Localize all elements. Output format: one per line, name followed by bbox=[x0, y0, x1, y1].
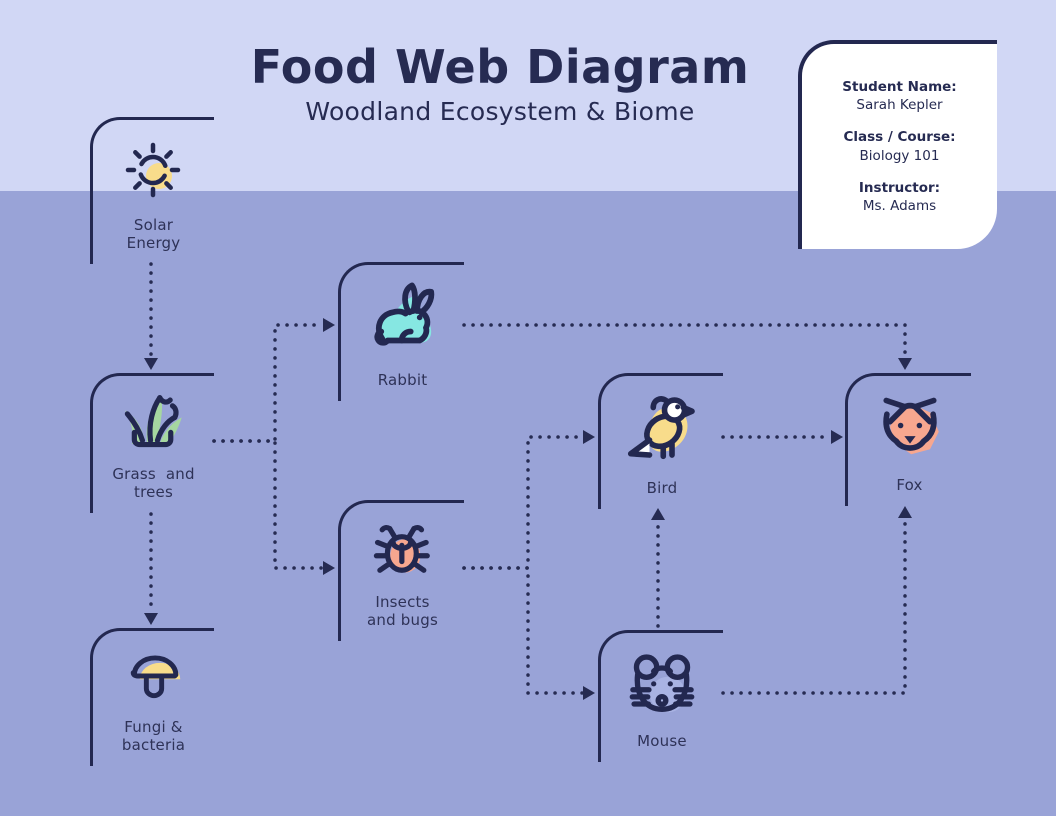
node-card-bird[interactable]: Bird bbox=[598, 373, 723, 509]
page-title: Food Web Diagram bbox=[250, 40, 750, 94]
arrowhead-grass-to-rabbit bbox=[323, 318, 335, 332]
edge-insects-to-bird bbox=[462, 435, 584, 570]
node-card-grass[interactable]: Grass and trees bbox=[90, 373, 214, 513]
class-course-group: Class / Course: Biology 101 bbox=[843, 128, 955, 164]
student-name-label: Student Name: bbox=[842, 78, 957, 95]
student-name-group: Student Name: Sarah Kepler bbox=[842, 78, 956, 114]
mushroom-icon bbox=[93, 631, 214, 718]
node-card-solar[interactable]: Solar Energy bbox=[90, 117, 214, 264]
grass-icon bbox=[93, 376, 214, 465]
sun-icon bbox=[93, 120, 214, 216]
arrowhead-rabbit-to-fox bbox=[898, 358, 912, 370]
instructor-group: Instructor: Ms. Adams bbox=[859, 179, 940, 215]
arrowhead-mouse-to-bird bbox=[651, 508, 665, 520]
arrowhead-mouse-to-fox bbox=[898, 506, 912, 518]
arrowhead-insects-to-bird bbox=[583, 430, 595, 444]
bird-icon bbox=[601, 376, 723, 479]
edge-mouse-to-fox bbox=[721, 517, 907, 695]
instructor-label: Instructor: bbox=[858, 179, 941, 196]
edge-rabbit-to-fox bbox=[462, 323, 907, 359]
page-subtitle: Woodland Ecosystem & Biome bbox=[305, 96, 695, 126]
node-card-fox[interactable]: Fox bbox=[845, 373, 971, 506]
arrowhead-grass-to-insects bbox=[323, 561, 335, 575]
arrowhead-insects-to-mouse bbox=[583, 686, 595, 700]
student-info-card[interactable]: Student Name: Sarah Kepler Class / Cours… bbox=[798, 40, 997, 249]
node-label-bird: Bird bbox=[646, 479, 678, 498]
node-card-rabbit[interactable]: Rabbit bbox=[338, 262, 464, 401]
node-card-mouse[interactable]: Mouse bbox=[598, 630, 723, 762]
node-card-insects[interactable]: Insects and bugs bbox=[338, 500, 464, 641]
arrowhead-solar-to-grass bbox=[144, 358, 158, 370]
node-label-solar: Solar Energy bbox=[126, 215, 181, 253]
node-label-mouse: Mouse bbox=[637, 732, 687, 751]
student-name-value: Sarah Kepler bbox=[856, 97, 943, 114]
node-label-insects: Insects and bugs bbox=[367, 592, 438, 630]
mouse-icon bbox=[601, 633, 723, 732]
node-card-fungi[interactable]: Fungi & bacteria bbox=[90, 628, 214, 766]
class-course-value: Biology 101 bbox=[859, 147, 940, 164]
class-course-label: Class / Course: bbox=[843, 129, 956, 146]
node-label-fungi: Fungi & bacteria bbox=[121, 717, 186, 755]
edge-grass-to-insects bbox=[212, 439, 324, 570]
edge-grass-to-rabbit bbox=[212, 323, 324, 443]
arrowhead-bird-to-fox bbox=[831, 430, 843, 444]
fox-icon bbox=[848, 376, 971, 476]
node-label-rabbit: Rabbit bbox=[377, 371, 428, 390]
instructor-value: Ms. Adams bbox=[862, 197, 937, 214]
arrowhead-grass-to-fungi bbox=[144, 613, 158, 625]
rabbit-icon bbox=[341, 265, 464, 371]
title-block: Food Web Diagram Woodland Ecosystem & Bi… bbox=[150, 42, 850, 126]
node-label-grass: Grass and trees bbox=[112, 464, 195, 502]
bug-icon bbox=[341, 503, 464, 593]
node-label-fox: Fox bbox=[896, 476, 923, 495]
edge-insects-to-mouse bbox=[462, 566, 584, 695]
